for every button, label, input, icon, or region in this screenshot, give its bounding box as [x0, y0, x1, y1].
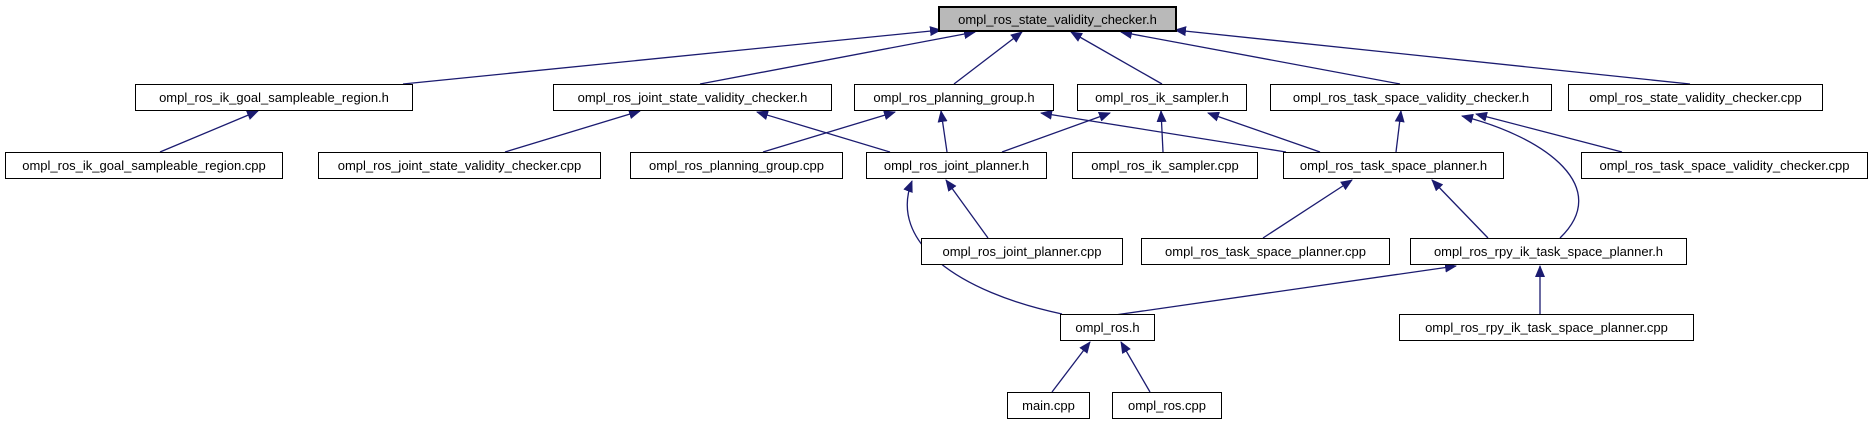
node-ompl-ros-state-validity-checker-h: ompl_ros_state_validity_checker.h — [938, 6, 1177, 32]
node-ompl-ros-joint-state-validity-checker-h[interactable]: ompl_ros_joint_state_validity_checker.h — [553, 84, 832, 111]
edge-tsvc_cpp-to-tsvc_h — [1475, 111, 1623, 153]
node-ompl-ros-cpp[interactable]: ompl_ros.cpp — [1112, 392, 1222, 419]
edge-iks_h-to-svc_h — [1070, 31, 1163, 85]
node-ompl-ros-joint-planner-h[interactable]: ompl_ros_joint_planner.h — [866, 152, 1047, 179]
edge-jp_h-to-pg_h — [937, 110, 948, 153]
node-ompl-ros-task-space-planner-h[interactable]: ompl_ros_task_space_planner.h — [1283, 152, 1504, 179]
edge-tsvc_h-to-svc_h — [1120, 29, 1401, 85]
node-ompl-ros-ik-goal-sampleable-region-h[interactable]: ompl_ros_ik_goal_sampleable_region.h — [135, 84, 413, 111]
edge-rpy_h-to-tsvc_h — [1461, 113, 1580, 239]
node-ompl-ros-ik-sampler-cpp[interactable]: ompl_ros_ik_sampler.cpp — [1072, 152, 1258, 179]
node-ompl-ros-rpy-ik-task-space-planner-cpp[interactable]: ompl_ros_rpy_ik_task_space_planner.cpp — [1399, 314, 1694, 341]
node-ompl-ros-h[interactable]: ompl_ros.h — [1060, 314, 1155, 341]
edge-or_cpp-to-or_h — [1120, 341, 1151, 393]
edge-jp_cpp-to-jp_h — [945, 179, 989, 239]
edge-jp_h-to-iks_h — [1001, 112, 1111, 153]
edge-ikgsr_h-to-svc_h — [402, 26, 942, 85]
edge-or_h-to-rpy_h — [1107, 262, 1457, 317]
node-ompl-ros-ik-sampler-h[interactable]: ompl_ros_ik_sampler.h — [1077, 84, 1247, 111]
edge-tsp_cpp-to-tsp_h — [1262, 179, 1353, 239]
node-ompl-ros-ik-goal-sampleable-region-cpp[interactable]: ompl_ros_ik_goal_sampleable_region.cpp — [5, 152, 283, 179]
edge-pg_h-to-svc_h — [953, 31, 1023, 85]
edge-jsvc_cpp-to-jsvc_h — [504, 109, 641, 153]
edge-rpy_h-to-tsp_h — [1431, 179, 1489, 239]
node-ompl-ros-task-space-validity-checker-cpp[interactable]: ompl_ros_task_space_validity_checker.cpp — [1581, 152, 1868, 179]
node-ompl-ros-planning-group-cpp[interactable]: ompl_ros_planning_group.cpp — [630, 152, 843, 179]
edge-jsvc_h-to-svc_h — [699, 29, 976, 85]
edge-svc_cpp-to-svc_h — [1174, 26, 1691, 85]
node-ompl-ros-task-space-validity-checker-h[interactable]: ompl_ros_task_space_validity_checker.h — [1270, 84, 1552, 111]
node-ompl-ros-joint-state-validity-checker-cpp[interactable]: ompl_ros_joint_state_validity_checker.cp… — [318, 152, 601, 179]
node-ompl-ros-state-validity-checker-cpp[interactable]: ompl_ros_state_validity_checker.cpp — [1568, 84, 1823, 111]
edge-pg_cpp-to-pg_h — [762, 110, 896, 153]
edge-main_cpp-to-or_h — [1051, 341, 1091, 393]
edge-tsp_h-to-tsvc_h — [1394, 110, 1405, 153]
node-ompl-ros-rpy-ik-task-space-planner-h[interactable]: ompl_ros_rpy_ik_task_space_planner.h — [1410, 238, 1687, 265]
edge-tsp_h-to-pg_h — [1040, 109, 1287, 153]
node-main-cpp[interactable]: main.cpp — [1007, 392, 1090, 419]
node-ompl-ros-task-space-planner-cpp[interactable]: ompl_ros_task_space_planner.cpp — [1141, 238, 1390, 265]
edge-jp_h-to-jsvc_h — [756, 110, 891, 153]
edge-ikgsr_cpp-to-ikgsr_h — [159, 110, 259, 153]
edge-iks_cpp-to-iks_h — [1156, 110, 1167, 153]
node-ompl-ros-joint-planner-cpp[interactable]: ompl_ros_joint_planner.cpp — [921, 238, 1123, 265]
node-ompl-ros-planning-group-h[interactable]: ompl_ros_planning_group.h — [854, 84, 1054, 111]
edge-tsp_h-to-iks_h — [1207, 111, 1321, 153]
